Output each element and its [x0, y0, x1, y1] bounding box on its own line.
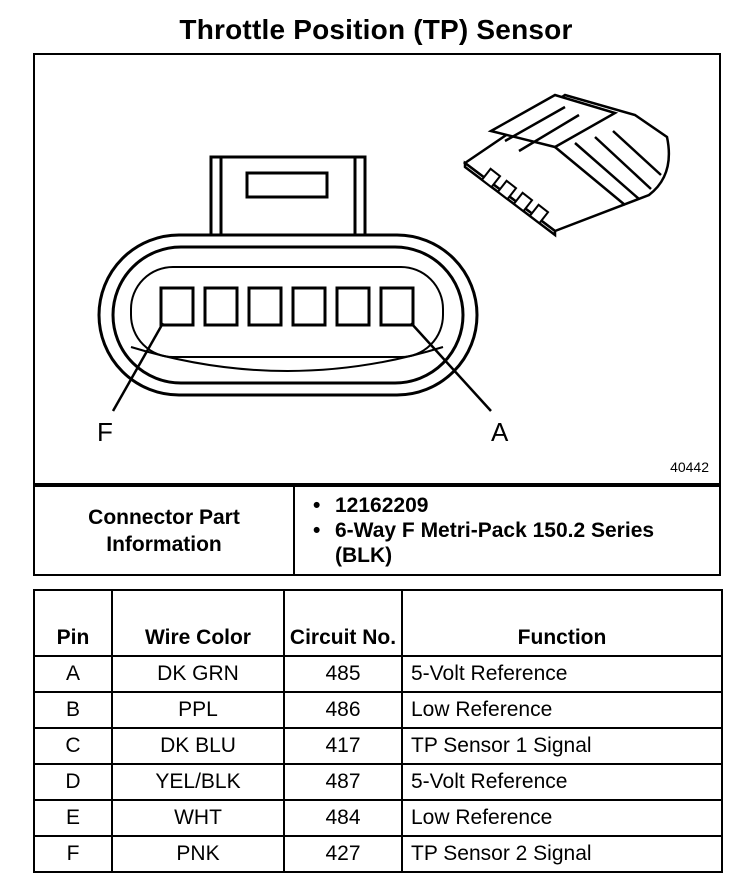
function-cell: TP Sensor 2 Signal: [401, 835, 723, 873]
pin-label-f: F: [97, 417, 113, 447]
circuit-cell: 487: [283, 763, 403, 801]
table-row: D YEL/BLK 487 5-Volt Reference: [33, 763, 723, 801]
wire-color-cell: DK BLU: [111, 727, 285, 765]
header-pin: Pin: [33, 589, 113, 657]
function-cell: TP Sensor 1 Signal: [401, 727, 723, 765]
pin-cell: B: [33, 691, 113, 729]
connector-diagram: F A 40442: [33, 53, 721, 485]
header-function: Function: [401, 589, 723, 657]
table-row: A DK GRN 485 5-Volt Reference: [33, 655, 723, 693]
connector-part-list: 12162209 6-Way F Metri-Pack 150.2 Series…: [293, 485, 721, 576]
table-row: B PPL 486 Low Reference: [33, 691, 723, 729]
header-wire-color: Wire Color: [111, 589, 285, 657]
circuit-cell: 486: [283, 691, 403, 729]
pin-cell: D: [33, 763, 113, 801]
wire-color-cell: YEL/BLK: [111, 763, 285, 801]
function-cell: 5-Volt Reference: [401, 655, 723, 693]
connector-info-table: Connector Part Information 12162209 6-Wa…: [33, 485, 721, 576]
circuit-cell: 427: [283, 835, 403, 873]
pin-cavities: [159, 286, 415, 327]
connector-3d-icon: [462, 93, 671, 238]
pin-cell: A: [33, 655, 113, 693]
wire-color-cell: DK GRN: [111, 655, 285, 693]
pin-label-a: A: [491, 417, 509, 447]
wire-color-cell: PNK: [111, 835, 285, 873]
table-row: F PNK 427 TP Sensor 2 Signal: [33, 835, 723, 873]
pin-cell: C: [33, 727, 113, 765]
function-cell: Low Reference: [401, 691, 723, 729]
wire-color-cell: WHT: [111, 799, 285, 837]
figure-number: 40442: [670, 459, 709, 475]
function-cell: 5-Volt Reference: [401, 763, 723, 801]
header-circuit-no: Circuit No.: [283, 589, 403, 657]
connector-illustration: F A: [97, 93, 671, 447]
table-header-row: Pin Wire Color Circuit No. Function: [33, 589, 723, 657]
circuit-cell: 484: [283, 799, 403, 837]
table-row: E WHT 484 Low Reference: [33, 799, 723, 837]
pin-cell: F: [33, 835, 113, 873]
part-number: 12162209: [313, 493, 709, 518]
connector-part-label: Connector Part Information: [33, 485, 295, 576]
circuit-cell: 417: [283, 727, 403, 765]
pinout-table: Pin Wire Color Circuit No. Function A DK…: [33, 589, 723, 873]
page-title: Throttle Position (TP) Sensor: [179, 14, 573, 45]
circuit-cell: 485: [283, 655, 403, 693]
part-description: 6-Way F Metri-Pack 150.2 Series (BLK): [313, 518, 709, 568]
pin-cell: E: [33, 799, 113, 837]
wire-color-cell: PPL: [111, 691, 285, 729]
function-cell: Low Reference: [401, 799, 723, 837]
table-row: C DK BLU 417 TP Sensor 1 Signal: [33, 727, 723, 765]
